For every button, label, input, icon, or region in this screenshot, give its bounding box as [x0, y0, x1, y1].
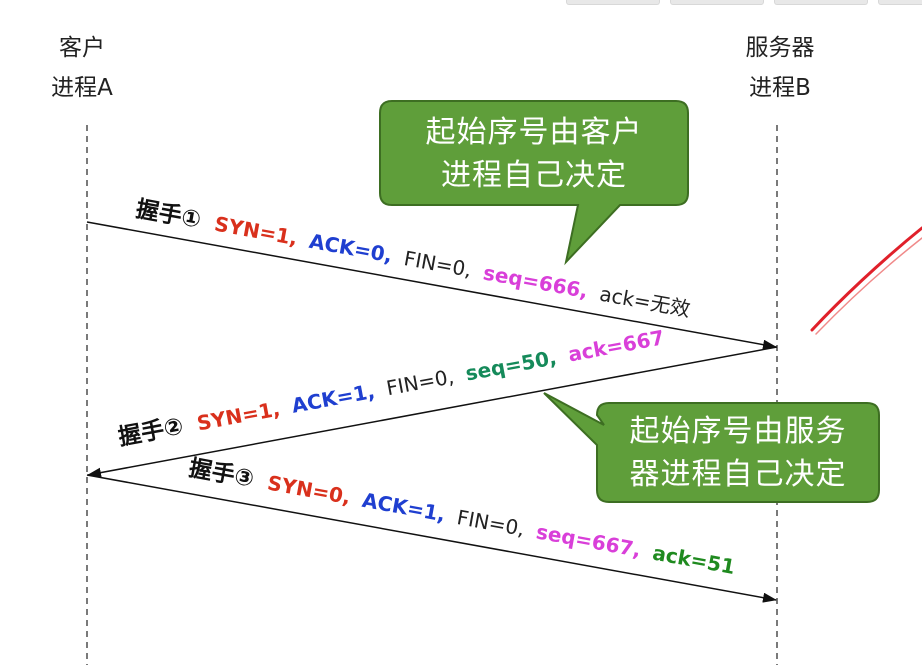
window-tab [566, 0, 660, 5]
process-a-line1: 客户 [59, 35, 105, 61]
process-b-line2: 进程B [749, 75, 811, 101]
handshake-2-arrow [87, 346, 778, 478]
process-b-line1: 服务器 [745, 35, 815, 61]
callout-bubble-2 [543, 392, 880, 503]
handshake-1-field-syn: SYN=1, [213, 212, 300, 251]
callout-1-text: 起始序号由客户 进程自己决定 [380, 111, 688, 197]
process-a-label: 客户 进程A [22, 28, 142, 108]
handshake-1-field-ack-flag: ACK=0, [307, 229, 394, 268]
callout-2-line1: 起始序号由服务 [629, 414, 847, 449]
handshake-3-field-seq: seq=667, [534, 519, 642, 562]
callout-1-line2: 进程自己决定 [441, 158, 627, 193]
handshake-2-field-fin: FIN=0, [384, 364, 455, 400]
window-tab [878, 0, 922, 5]
callout-bubble-1 [379, 100, 689, 266]
handshake-2-title: 握手② [116, 413, 185, 450]
handshake-3-field-syn: SYN=0, [266, 471, 353, 510]
handshake-3-title: 握手③ [187, 455, 256, 492]
handshake-3-arrow [86, 474, 777, 603]
handshake-2-field-ack-flag: ACK=1, [290, 379, 377, 418]
handshake-1-title: 握手① [134, 196, 203, 233]
red-annotation-stroke [810, 226, 922, 332]
handshake-1-arrow [86, 221, 777, 350]
red-annotation-stroke-shadow [815, 237, 922, 335]
handshake-1-field-ack: ack=无效 [598, 282, 692, 322]
window-tab [774, 0, 868, 5]
handshake-2-field-syn: SYN=1, [195, 396, 282, 435]
handshake-1-field-fin: FIN=0, [402, 246, 473, 282]
handshake-2-field-ack: ack=667 [566, 325, 666, 366]
window-tab [670, 0, 764, 5]
handshake-2-field-seq: seq=50, [464, 345, 559, 385]
handshake-3-field-fin: FIN=0, [455, 505, 526, 541]
process-b-label: 服务器 进程B [710, 28, 850, 108]
callout-2-line2: 器进程自己决定 [629, 457, 847, 492]
handshake-3-field-ack: ack=51 [651, 541, 737, 579]
callout-1-line1: 起始序号由客户 [425, 115, 643, 150]
handshake-3-field-ack-flag: ACK=1, [360, 488, 447, 527]
process-a-line2: 进程A [51, 75, 113, 101]
callout-2-text: 起始序号由服务 器进程自己决定 [597, 410, 879, 496]
